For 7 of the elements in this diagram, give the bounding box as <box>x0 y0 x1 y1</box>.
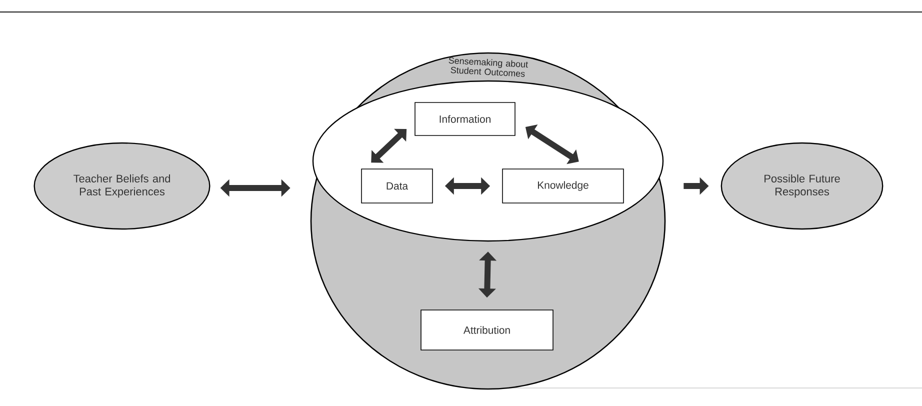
text-box: Information <box>414 102 516 136</box>
text-box: Data <box>361 168 433 204</box>
oval-node: Teacher Beliefs and Past Experiences <box>34 142 210 230</box>
text-box: Knowledge <box>502 168 624 204</box>
block-arrow <box>371 128 407 163</box>
oval-node: Possible Future Responses <box>720 142 884 230</box>
text-box: Attribution <box>420 310 554 350</box>
